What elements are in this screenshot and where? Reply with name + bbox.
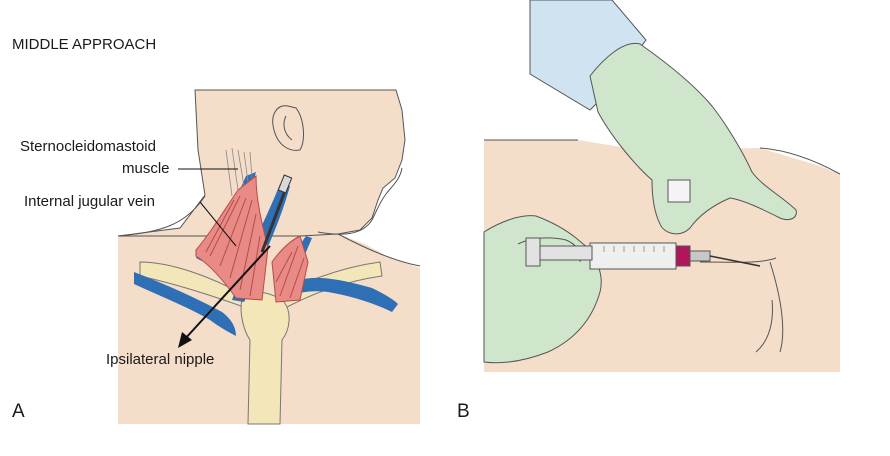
panel-b-label: B bbox=[457, 401, 470, 422]
syringe-graduation bbox=[603, 246, 665, 252]
direction-arrow-line bbox=[183, 245, 271, 341]
label-internal-jugular-vein: Internal jugular vein bbox=[24, 193, 155, 210]
scm-fibers bbox=[205, 195, 261, 297]
neck-syringe-hub bbox=[277, 174, 293, 194]
body-contour bbox=[755, 261, 784, 353]
right-shoulder-outline bbox=[337, 233, 421, 267]
label-ipsilateral-nipple: Ipsilateral nipple bbox=[106, 351, 215, 368]
syringe-tip bbox=[675, 245, 691, 267]
syringe-plunger bbox=[539, 245, 593, 261]
leader-ijv bbox=[199, 201, 237, 247]
upper-glove-finger bbox=[667, 179, 691, 203]
shoulder-outline bbox=[117, 195, 206, 237]
scm-clavicular-fibers bbox=[275, 245, 305, 299]
sternum bbox=[240, 291, 290, 425]
patient-outline bbox=[484, 139, 841, 175]
panel-b-illustration bbox=[483, 0, 841, 372]
left-subclavian-vein bbox=[134, 272, 236, 336]
neck-head bbox=[117, 89, 406, 237]
figure-title: MIDDLE APPROACH bbox=[12, 36, 157, 53]
right-subclavian-vein bbox=[290, 277, 398, 312]
panel-a-illustration bbox=[117, 89, 421, 425]
neck-needle bbox=[260, 187, 288, 253]
label-sternocleidomastoid: Sternocleidomastoid bbox=[20, 138, 156, 155]
panel-a-label: A bbox=[12, 401, 25, 422]
ear bbox=[272, 105, 304, 151]
label-muscle: muscle bbox=[122, 160, 170, 177]
syringe-needle bbox=[709, 255, 761, 267]
syringe-barrel bbox=[589, 242, 677, 270]
direction-arrowhead bbox=[178, 332, 192, 348]
upper-glove bbox=[589, 42, 797, 235]
ear-inner bbox=[283, 115, 293, 141]
syringe-hub bbox=[689, 250, 711, 262]
syringe-plunger-end bbox=[525, 237, 541, 267]
jaw-outline bbox=[317, 167, 403, 235]
